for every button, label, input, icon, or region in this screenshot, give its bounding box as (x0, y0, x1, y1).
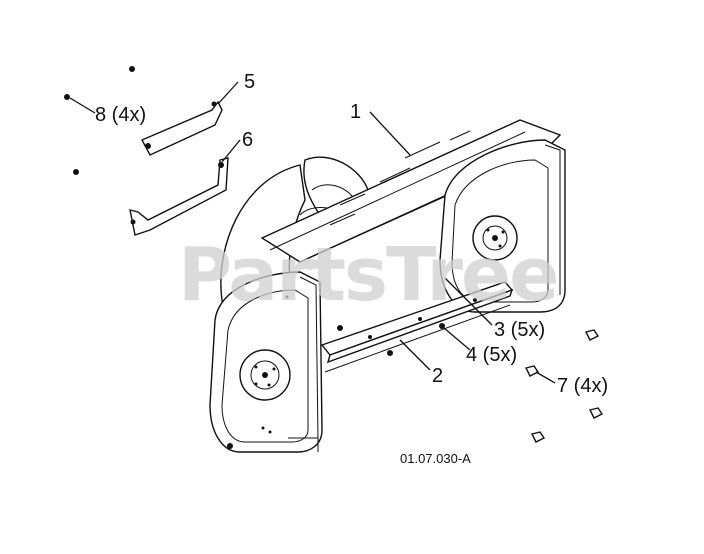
bracket-upper (141, 100, 223, 156)
callout-8: 8 (4x) (95, 104, 146, 126)
right-side-panel (439, 139, 566, 313)
callout-4: 4 (5x) (466, 344, 517, 366)
bracket-lower (129, 157, 229, 236)
watermark: PartsTree (178, 232, 557, 318)
callout-5: 5 (244, 71, 255, 93)
callout-6: 6 (242, 129, 253, 151)
leader-lines (69, 81, 556, 384)
callout-3: 3 (5x) (494, 319, 545, 341)
hardware-bolts (524, 329, 604, 443)
drawing-code: 01.07.030-A (400, 451, 471, 466)
callout-1: 1 (350, 101, 361, 123)
callout-2: 2 (432, 365, 443, 387)
hardware-nuts (64, 66, 445, 449)
callout-7: 7 (4x) (557, 375, 608, 397)
bottom-cross-bar (320, 281, 514, 373)
left-side-panel (209, 271, 323, 453)
